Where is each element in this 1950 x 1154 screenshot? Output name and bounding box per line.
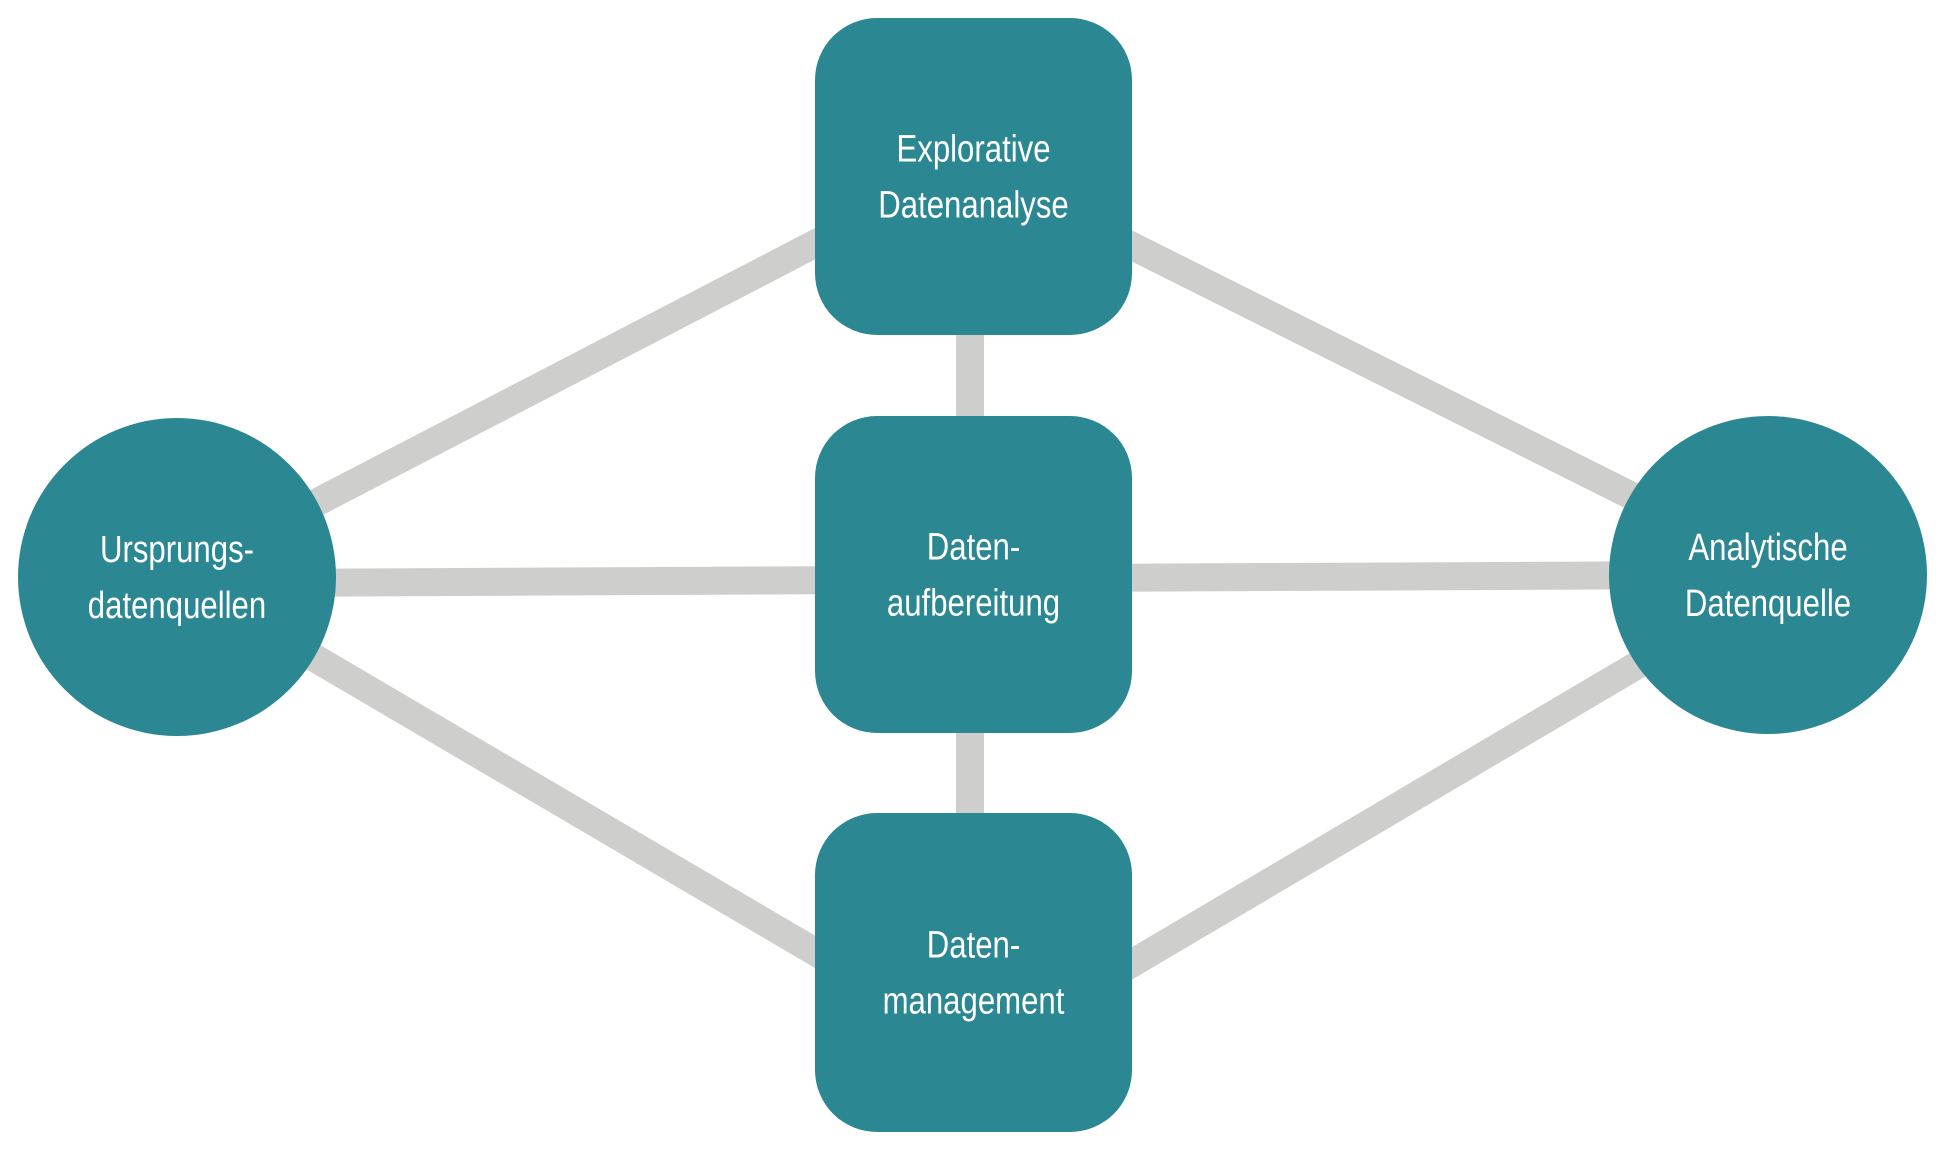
node-label-line: management (883, 981, 1065, 1023)
node-box (815, 813, 1132, 1132)
node-label-line: Explorative (896, 129, 1050, 171)
node-label-line: Datenanalyse (878, 185, 1068, 227)
node-box (815, 18, 1132, 335)
node-label-line: datenquellen (88, 585, 266, 627)
node-prep: Daten-aufbereitung (815, 416, 1132, 733)
connector-prep-target (1069, 561, 1701, 592)
connector-eda-target (1063, 202, 1707, 543)
node-label-line: Datenquelle (1685, 583, 1851, 625)
connector-source-mgmt (242, 607, 888, 1003)
connector-source-eda (243, 197, 887, 550)
node-circle (1609, 416, 1927, 734)
node-circle (18, 418, 336, 736)
connector-source-prep (249, 566, 881, 597)
node-label-line: Daten- (927, 925, 1020, 967)
node-box (815, 416, 1132, 733)
connector-mgmt-target (1062, 615, 1708, 1013)
node-label-line: aufbereitung (887, 583, 1060, 625)
nodes: Ursprungs-datenquellen ExplorativeDatenan… (18, 18, 1927, 1132)
node-label-line: Daten- (927, 527, 1020, 569)
node-label-line: Analytische (1688, 527, 1847, 569)
connectors (242, 197, 1708, 1013)
node-mgmt: Daten-management (815, 813, 1132, 1132)
node-source: Ursprungs-datenquellen (18, 418, 336, 736)
node-label-line: Ursprungs- (100, 529, 254, 571)
